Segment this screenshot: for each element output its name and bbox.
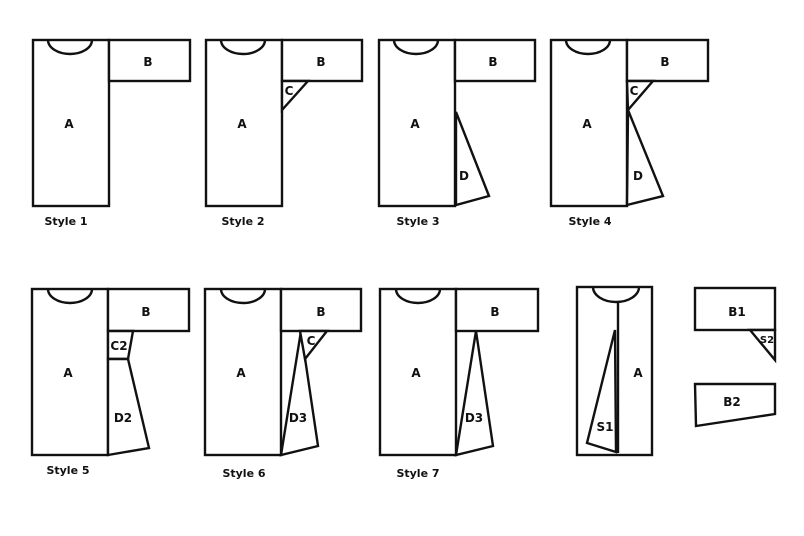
caption: Style 4 (568, 215, 611, 228)
neckline (219, 288, 267, 305)
label-gore: D3 (289, 411, 307, 425)
label-sleeve: B (488, 55, 497, 69)
label-body: A (410, 117, 420, 131)
label-sleeve-top: B1 (728, 305, 746, 319)
pattern-sleeve-top: B1 S2 (693, 286, 777, 364)
sleeve-piece (107, 38, 192, 83)
label-gore: D (633, 169, 643, 183)
label-gore: D (459, 169, 469, 183)
style-1: A B Style 1 (31, 38, 192, 228)
body-piece (31, 38, 111, 208)
label-gusset: C2 (110, 339, 127, 353)
label-body: A (236, 366, 246, 380)
sleeve-piece (280, 38, 364, 83)
neckline (46, 288, 94, 305)
label-gore: D3 (465, 411, 483, 425)
label-sleeve: B (660, 55, 669, 69)
body-piece (378, 287, 458, 457)
neckline (46, 39, 94, 56)
label-sleeve: B (141, 305, 150, 319)
label-body: A (63, 366, 73, 380)
neckline (392, 39, 440, 56)
label-body: A (237, 117, 247, 131)
style-5: A B C2 D2 Style 5 (30, 287, 191, 477)
label-gusset: C (285, 84, 294, 98)
neckline (394, 288, 442, 305)
gusset-piece (298, 329, 330, 362)
gusset-piece (625, 79, 656, 114)
pattern-sleeve-bottom: B2 (693, 382, 777, 428)
label-sleeve-gusset: S2 (760, 335, 774, 346)
sleeve-piece (279, 287, 363, 333)
style-6: A B C D3 Style 6 (203, 287, 363, 480)
sleeve-piece (106, 287, 191, 333)
gore-piece (625, 109, 665, 207)
sleeve-piece (625, 38, 710, 83)
sleeve-piece (454, 287, 540, 333)
label-body: A (64, 117, 74, 131)
sleeve-gusset-piece (747, 328, 777, 364)
label-sleeve: B (143, 55, 152, 69)
label-gusset: C (630, 84, 639, 98)
gore-piece (106, 357, 151, 457)
label-sleeve: B (316, 55, 325, 69)
style-4: A B C D Style 4 (549, 38, 710, 228)
caption: Style 7 (396, 467, 439, 480)
label-sleeve: B (316, 305, 325, 319)
label-body: A (411, 366, 421, 380)
label-sleeve: B (490, 305, 499, 319)
style-2: A B C Style 2 (204, 38, 364, 228)
sleeve-top-piece (693, 286, 777, 332)
style-7: A B D3 Style 7 (378, 287, 540, 480)
caption: Style 5 (46, 464, 89, 477)
gore-piece (454, 111, 491, 207)
label-body: A (582, 117, 592, 131)
body-piece (203, 287, 283, 457)
gore-piece (279, 330, 320, 457)
sleeve-piece (453, 38, 537, 83)
caption: Style 6 (222, 467, 265, 480)
caption: Style 3 (396, 215, 439, 228)
body-piece (377, 38, 457, 208)
label-side-piece: S1 (597, 420, 614, 434)
neckline (564, 39, 612, 56)
gusset-piece (280, 79, 311, 114)
label-gusset: C (307, 334, 316, 348)
label-sleeve-bottom: B2 (723, 395, 741, 409)
gore-piece (454, 330, 495, 457)
side-piece (585, 329, 618, 454)
style-3: A B D Style 3 (377, 38, 537, 228)
pattern-body: A S1 (575, 285, 654, 457)
body-piece (204, 38, 284, 208)
caption: Style 2 (221, 215, 264, 228)
label-gore: D2 (114, 411, 132, 425)
neckline (219, 39, 267, 56)
neckline (591, 286, 641, 304)
sleeve-bottom-piece (693, 382, 777, 428)
label-body: A (633, 366, 643, 380)
caption: Style 1 (44, 215, 87, 228)
